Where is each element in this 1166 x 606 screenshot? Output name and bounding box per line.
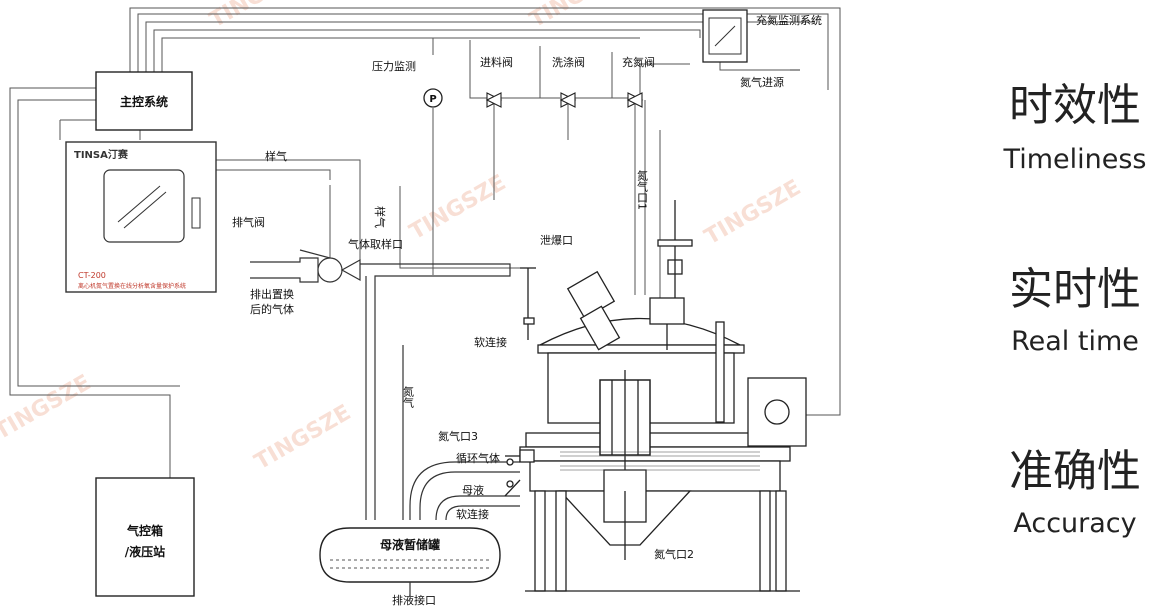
- discharge-gas-label-1: 排出置换: [250, 287, 294, 301]
- gas-sampling-port-label: 气体取样口: [348, 237, 403, 251]
- gas-control-box: 气控箱 /液压站: [95, 477, 195, 597]
- main-control-label: 主控系统: [120, 94, 168, 109]
- mother-liquor-tank: [319, 527, 501, 596]
- circulating-gas-label: 循环气体: [456, 451, 500, 465]
- feature-en: Accuracy: [1013, 508, 1136, 539]
- pressure-gauge: P: [423, 88, 443, 108]
- feature-realtime: 实时性 Real time: [1009, 264, 1141, 357]
- feed-valve-label: 进料阀: [480, 55, 513, 69]
- nitrogen-fill-valve-label: 充氮阀: [622, 55, 655, 69]
- circulation-pipes: [402, 345, 520, 521]
- feature-cn: 时效性: [1009, 80, 1141, 131]
- drain-port-label: 排液接口: [392, 593, 436, 606]
- feature-accuracy: 准确性 Accuracy: [1009, 446, 1141, 539]
- soft-connection-label-1: 软连接: [474, 335, 507, 349]
- watermark: TINGSZE: [206, 0, 311, 33]
- device-desc: 离心机氮气置换在线分析氧含量保护系统: [78, 282, 186, 290]
- nitrogen-down-label: 氮气: [402, 385, 415, 408]
- watermark: TINGSZE: [251, 400, 356, 475]
- exhaust-valve-assembly: [250, 249, 511, 520]
- nitrogen-port-3-label: 氮气口3: [438, 429, 478, 443]
- nitrogen-monitor-box: [702, 9, 748, 63]
- feature-cn: 准确性: [1009, 446, 1141, 497]
- feature-timeliness: 时效性 Timeliness: [1003, 80, 1147, 175]
- main-control-box: 主控系统: [95, 71, 193, 131]
- mother-tank-label: 母液暂储罐: [380, 537, 440, 552]
- explosion-vent-label: 泄爆口: [540, 233, 573, 247]
- gas-box-label-1: 气控箱: [126, 523, 163, 538]
- brand-label: TINSA汀赛: [74, 148, 129, 161]
- watermark: TINGSZE: [0, 370, 95, 445]
- device-model: CT-200: [78, 271, 106, 280]
- nitrogen-inlet-label: 氮气进源: [740, 75, 784, 89]
- analyzer-cabinet: TINSA汀赛 CT-200 离心机氮气置换在线分析氧含量保护系统: [65, 141, 217, 293]
- pressure-symbol: P: [429, 94, 436, 105]
- exhaust-valve-label: 排气阀: [232, 215, 265, 229]
- centrifuge-hatching: [560, 451, 760, 471]
- discharge-gas-label-2: 后的气体: [250, 302, 294, 316]
- feature-list: 时效性 Timeliness 实时性 Real time 准确性 Accurac…: [1003, 80, 1147, 539]
- watermark: TINGSZE: [406, 170, 511, 245]
- feature-en: Timeliness: [1003, 144, 1147, 175]
- pressure-monitor-label: 压力监测: [372, 60, 416, 73]
- wash-valve-label: 洗涤阀: [552, 55, 585, 69]
- watermark: TINGSZE: [701, 175, 806, 250]
- sample-gas-label: 样气: [265, 149, 287, 163]
- centrifuge: [504, 200, 807, 592]
- nitrogen-monitor-label: 充氮监测系统: [756, 13, 822, 27]
- top-valves: [485, 92, 644, 108]
- nitrogen-port-2-label: 氮气口2: [654, 547, 694, 561]
- feature-en: Real time: [1011, 326, 1139, 357]
- gas-box-label-2: /液压站: [125, 544, 165, 559]
- feature-cn: 实时性: [1009, 264, 1141, 315]
- mother-liquor-label: 母液: [462, 483, 484, 497]
- sample-gas-vertical-label: 样气: [373, 206, 387, 228]
- nitrogen-port-1-label: 氮气口1: [636, 169, 649, 210]
- watermark: TINGSZE: [526, 0, 631, 33]
- soft-connection-label-2: 软连接: [456, 507, 489, 521]
